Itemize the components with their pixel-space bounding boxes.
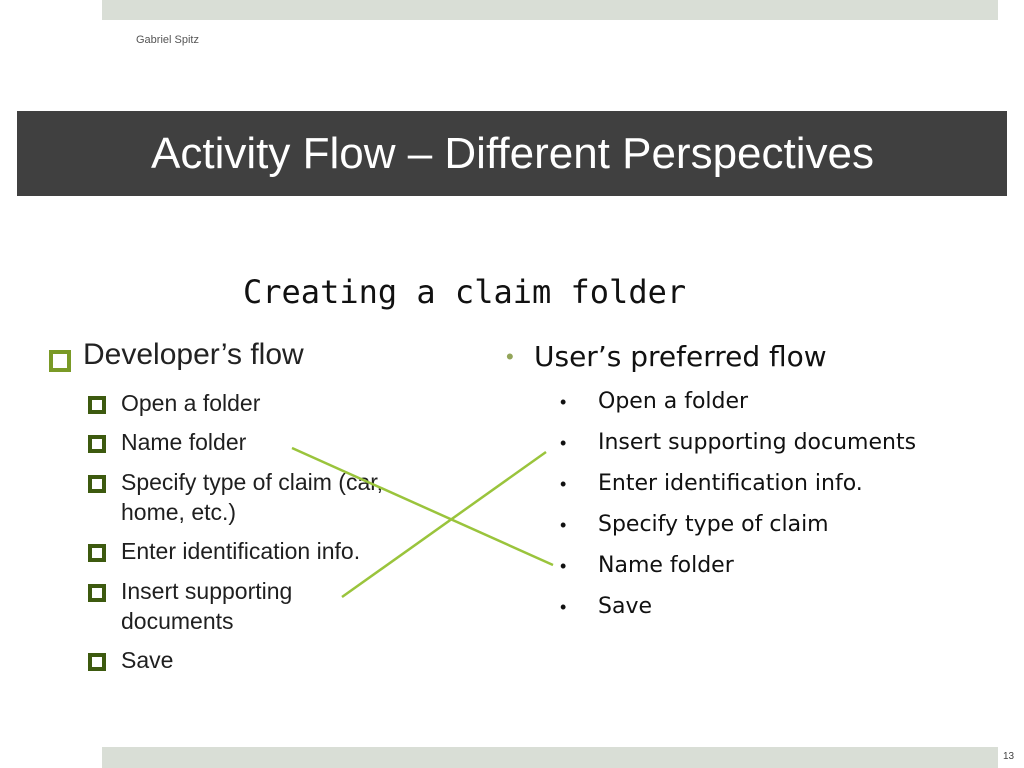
- user-step: Open a folder: [598, 389, 749, 414]
- connector-name-folder-line: [291, 446, 554, 567]
- author-label: Gabriel Spitz: [136, 34, 199, 46]
- bullet-icon: •: [560, 556, 567, 576]
- user-flow-heading: User’s preferred flow: [534, 340, 827, 373]
- square-bullet-icon: [49, 350, 71, 372]
- round-bullet-icon: •: [506, 344, 514, 369]
- bullet-icon: •: [560, 597, 567, 617]
- square-bullet-icon: [88, 584, 106, 602]
- developer-step: Specify type of claim (car,: [121, 469, 384, 495]
- connector-insert-documents-line: [341, 450, 547, 599]
- developer-step-continued: home, etc.): [121, 499, 237, 525]
- top-decor-band: [102, 0, 998, 20]
- square-bullet-icon: [88, 653, 106, 671]
- developer-step: Open a folder: [121, 390, 261, 416]
- user-step: Name folder: [598, 553, 734, 578]
- user-step: Enter identification info.: [598, 471, 863, 496]
- developer-step: Enter identification info.: [121, 538, 361, 564]
- bullet-icon: •: [560, 515, 567, 535]
- developer-step: Name folder: [121, 429, 247, 455]
- bullet-icon: •: [560, 433, 567, 453]
- page-number: 13: [1003, 751, 1015, 762]
- developer-flow-heading: Developer’s flow: [83, 338, 304, 371]
- developer-step: Insert supporting: [121, 578, 293, 604]
- bullet-icon: •: [560, 474, 567, 494]
- title-bar: Activity Flow – Different Perspectives: [17, 111, 1007, 196]
- user-step: Save: [598, 594, 653, 619]
- bullet-icon: •: [560, 392, 567, 412]
- square-bullet-icon: [88, 396, 106, 414]
- developer-step: Save: [121, 647, 174, 673]
- user-step: Insert supporting documents: [598, 430, 917, 455]
- user-step: Specify type of claim: [598, 512, 829, 537]
- square-bullet-icon: [88, 544, 106, 562]
- bottom-decor-band: [102, 747, 998, 768]
- slide-subtitle: Creating a claim folder: [243, 273, 687, 311]
- square-bullet-icon: [88, 475, 106, 493]
- square-bullet-icon: [88, 435, 106, 453]
- slide-title: Activity Flow – Different Perspectives: [151, 129, 874, 178]
- developer-step-continued: documents: [121, 608, 234, 634]
